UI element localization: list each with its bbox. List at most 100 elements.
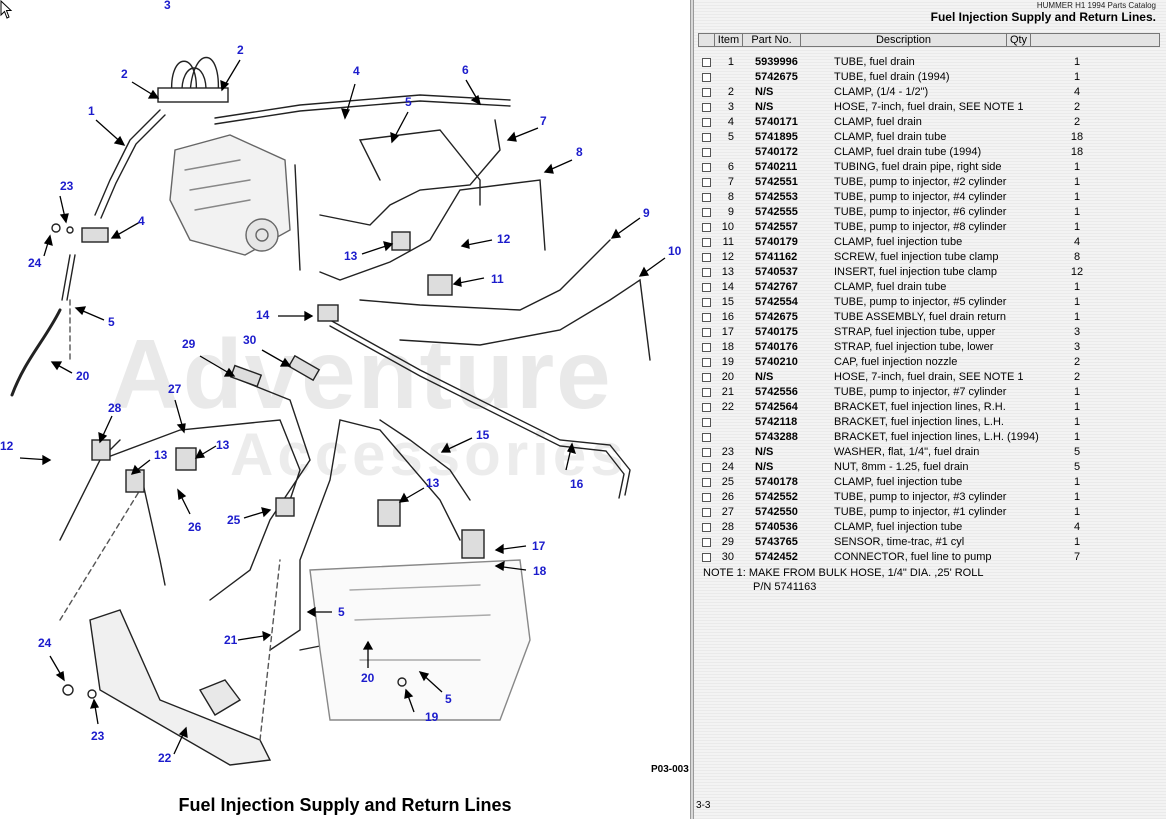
row-checkbox[interactable] <box>701 148 711 157</box>
row-checkbox-cell[interactable] <box>698 475 714 490</box>
row-checkbox[interactable] <box>701 73 711 82</box>
row-checkbox-cell[interactable] <box>698 550 714 565</box>
row-checkbox[interactable] <box>701 223 711 232</box>
row-checkbox-cell[interactable] <box>698 295 714 310</box>
row-checkbox[interactable] <box>701 283 711 292</box>
row-checkbox-cell[interactable] <box>698 100 714 115</box>
row-checkbox[interactable] <box>701 553 711 562</box>
row-checkbox[interactable] <box>701 133 711 142</box>
row-checkbox-cell[interactable] <box>698 190 714 205</box>
row-checkbox-cell[interactable] <box>698 235 714 250</box>
row-checkbox-cell[interactable] <box>698 400 714 415</box>
row-checkbox[interactable] <box>701 103 711 112</box>
row-checkbox-cell[interactable] <box>698 535 714 550</box>
row-checkbox-cell[interactable] <box>698 130 714 145</box>
row-checkbox[interactable] <box>701 478 711 487</box>
row-checkbox[interactable] <box>701 208 711 217</box>
row-checkbox[interactable] <box>701 448 711 457</box>
row-checkbox-cell[interactable] <box>698 430 714 445</box>
row-checkbox-cell[interactable] <box>698 55 714 70</box>
row-checkbox[interactable] <box>701 238 711 247</box>
row-checkbox-cell[interactable] <box>698 415 714 430</box>
row-checkbox[interactable] <box>701 508 711 517</box>
pane-splitter[interactable] <box>690 0 694 819</box>
row-checkbox[interactable] <box>701 193 711 202</box>
row-checkbox-cell[interactable] <box>698 505 714 520</box>
row-checkbox[interactable] <box>701 388 711 397</box>
row-checkbox[interactable] <box>701 358 711 367</box>
row-checkbox[interactable] <box>701 328 711 337</box>
row-checkbox-cell[interactable] <box>698 340 714 355</box>
row-checkbox[interactable] <box>701 538 711 547</box>
header-part-no[interactable]: Part No. <box>743 34 801 46</box>
row-checkbox[interactable] <box>701 298 711 307</box>
row-checkbox-cell[interactable] <box>698 445 714 460</box>
row-checkbox[interactable] <box>701 403 711 412</box>
row-checkbox-cell[interactable] <box>698 385 714 400</box>
row-checkbox-cell[interactable] <box>698 250 714 265</box>
row-checkbox[interactable] <box>701 118 711 127</box>
row-checkbox[interactable] <box>701 373 711 382</box>
row-checkbox[interactable] <box>701 163 711 172</box>
row-checkbox-cell[interactable] <box>698 310 714 325</box>
header-description[interactable]: Description <box>801 34 1007 46</box>
row-checkbox[interactable] <box>701 433 711 442</box>
row-checkbox-cell[interactable] <box>698 205 714 220</box>
row-checkbox-cell[interactable] <box>698 490 714 505</box>
row-checkbox-cell[interactable] <box>698 85 714 100</box>
row-checkbox[interactable] <box>701 58 711 67</box>
row-checkbox[interactable] <box>701 268 711 277</box>
row-checkbox-cell[interactable] <box>698 520 714 535</box>
row-checkbox[interactable] <box>701 523 711 532</box>
row-checkbox[interactable] <box>701 463 711 472</box>
row-checkbox[interactable] <box>701 313 711 322</box>
row-checkbox-cell[interactable] <box>698 325 714 340</box>
row-checkbox-cell[interactable] <box>698 460 714 475</box>
row-checkbox-cell[interactable] <box>698 115 714 130</box>
row-checkbox-cell[interactable] <box>698 265 714 280</box>
row-checkbox[interactable] <box>701 493 711 502</box>
row-checkbox-cell[interactable] <box>698 160 714 175</box>
header-qty[interactable]: Qty <box>1007 34 1031 46</box>
row-checkbox-cell[interactable] <box>698 355 714 370</box>
row-checkbox-cell[interactable] <box>698 280 714 295</box>
row-checkbox[interactable] <box>701 343 711 352</box>
header-item[interactable]: Item <box>715 34 743 46</box>
row-checkbox-cell[interactable] <box>698 220 714 235</box>
row-checkbox-cell[interactable] <box>698 70 714 85</box>
row-checkbox-cell[interactable] <box>698 145 714 160</box>
row-checkbox[interactable] <box>701 418 711 427</box>
row-checkbox[interactable] <box>701 88 711 97</box>
row-checkbox[interactable] <box>701 178 711 187</box>
